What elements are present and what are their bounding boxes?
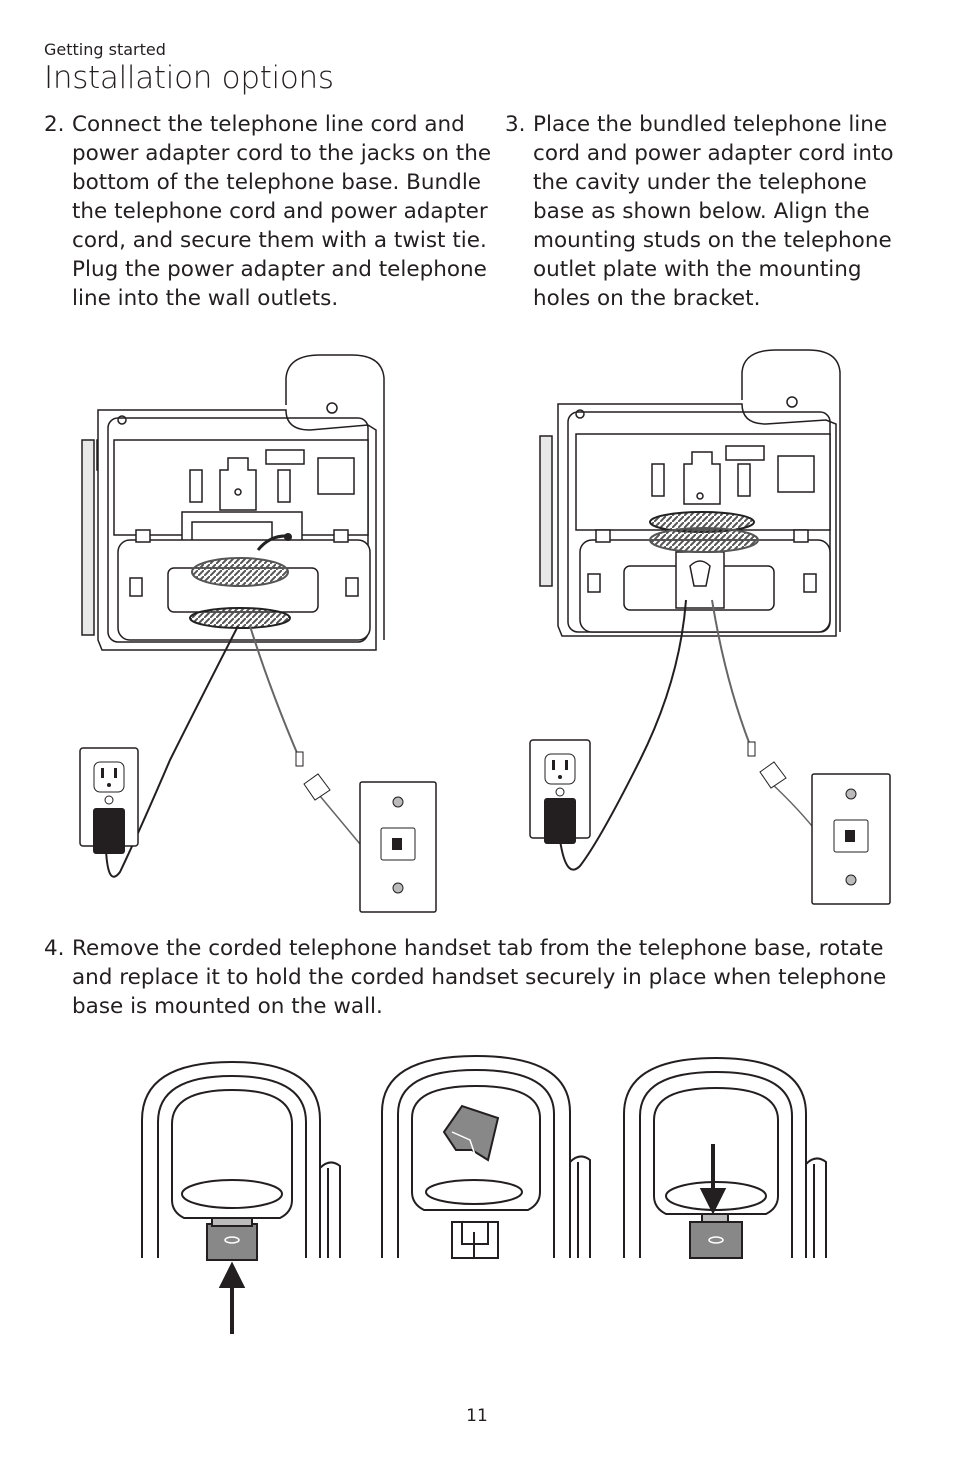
- telephone-base-bottom-left: [81, 354, 385, 651]
- step-2: 2. Connect the telephone line cord and p…: [44, 110, 494, 313]
- step-text: Remove the corded telephone handset tab …: [72, 936, 887, 1019]
- up-arrow-icon: [218, 1261, 246, 1334]
- step-text: Connect the telephone line cord and powe…: [72, 112, 492, 311]
- step-number: 3.: [505, 112, 526, 137]
- step-number: 4.: [44, 936, 65, 961]
- page-title: Installation options: [44, 60, 334, 96]
- telephone-base-bottom-right: [539, 349, 841, 637]
- phone-wall-jack-right: [811, 773, 891, 905]
- page-number: 11: [466, 1406, 488, 1426]
- handset-cradle-tab-rotated: [381, 1054, 591, 1259]
- phone-wall-jack-left: [359, 781, 437, 913]
- section-label: Getting started: [44, 40, 166, 59]
- step-number: 2.: [44, 112, 65, 137]
- step-3: 3. Place the bundled telephone line cord…: [505, 110, 915, 313]
- step-4: 4. Remove the corded telephone handset t…: [44, 934, 914, 1021]
- handset-tab-illustrations: [141, 1054, 827, 1334]
- handset-cradle-tab-reinserted: [623, 1056, 827, 1259]
- power-outlet-right: [529, 739, 591, 844]
- down-arrow-icon: [699, 1144, 727, 1215]
- base-cord-illustrations: [79, 349, 891, 913]
- step-text: Place the bundled telephone line cord an…: [533, 112, 894, 311]
- bundled-cords-left: [189, 533, 292, 629]
- power-outlet-left: [79, 747, 139, 854]
- handset-cradle-tab-removed: [141, 1060, 341, 1261]
- bundled-cords-right: [649, 511, 759, 553]
